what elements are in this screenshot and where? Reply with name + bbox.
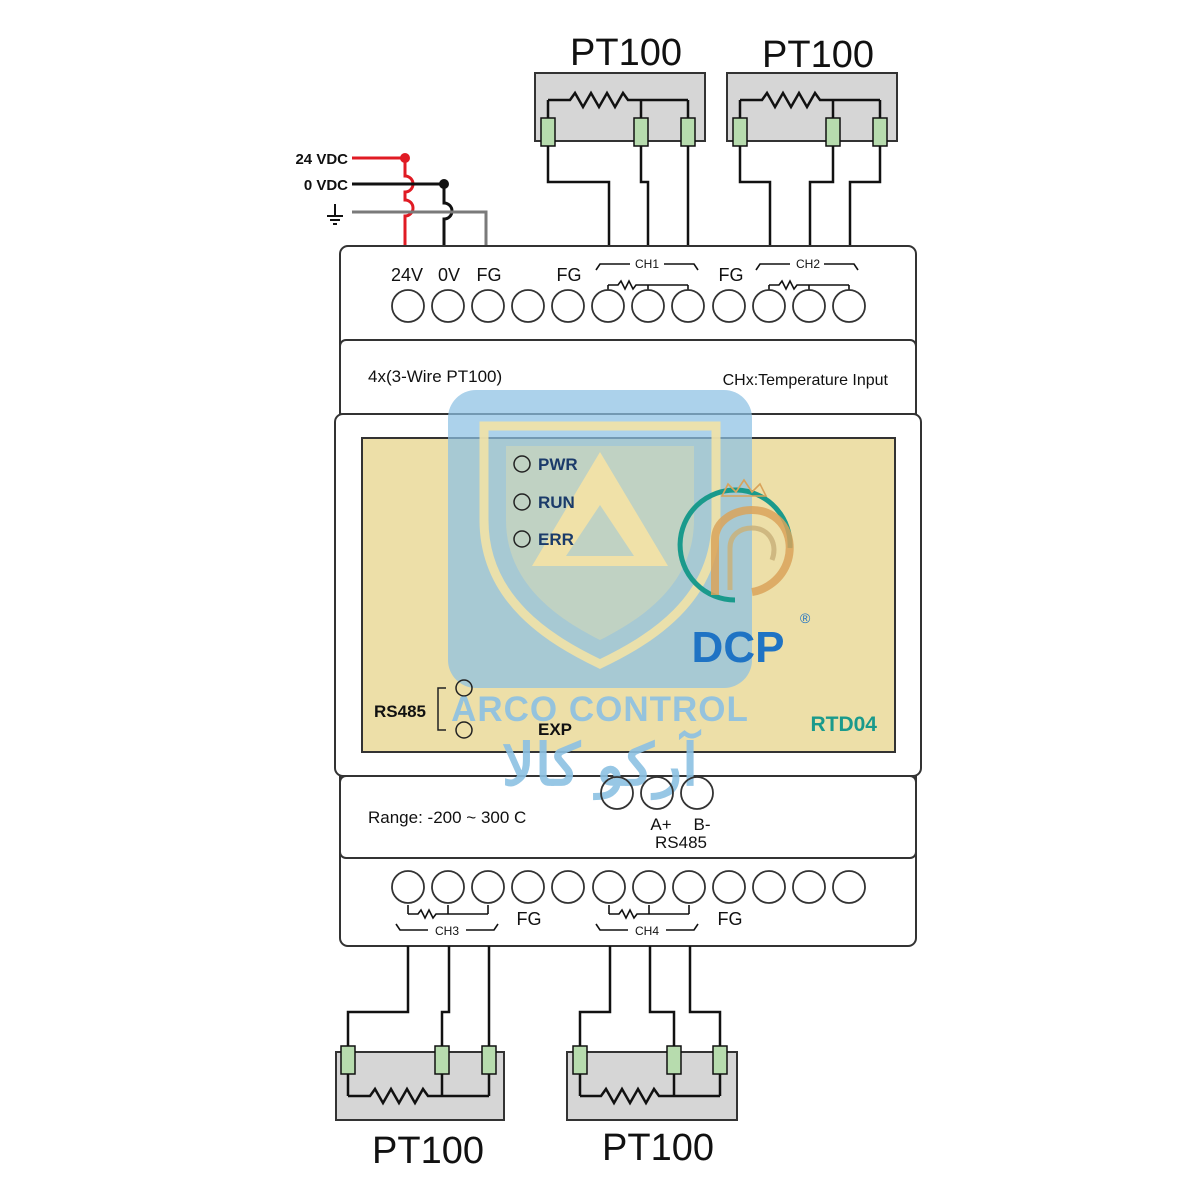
terminal-screw[interactable] <box>752 870 786 904</box>
ch2-label: CH2 <box>796 257 820 271</box>
terminal-label-fg-2: FG <box>557 265 582 285</box>
terminal-screw[interactable] <box>591 289 625 323</box>
sensor-title-bottom-left: PT100 <box>372 1130 484 1172</box>
terminal-screw[interactable] <box>431 870 465 904</box>
earth-ground-icon <box>327 204 343 225</box>
terminal-label-0v: 0V <box>438 265 460 285</box>
terminal-screw[interactable] <box>712 289 746 323</box>
err-led-label: ERR <box>538 530 574 549</box>
terminal-label-fg-bottom-2: FG <box>718 909 743 929</box>
top-terminal-row <box>391 289 866 323</box>
registered-mark: ® <box>800 610 811 626</box>
watermark-logo <box>448 390 752 688</box>
terminal-screw[interactable] <box>671 289 705 323</box>
rs485-screw[interactable] <box>600 776 634 810</box>
terminal-screw[interactable] <box>792 289 826 323</box>
ch1-label: CH1 <box>635 257 659 271</box>
terminal-label-fg-bottom-1: FG <box>517 909 542 929</box>
sensor-title-bottom-right: PT100 <box>602 1127 714 1169</box>
rs485-a-label: A+ <box>650 815 671 834</box>
model-label: RTD04 <box>810 713 877 736</box>
pt100-sensor-ch4 <box>566 946 738 1121</box>
led-indicators <box>513 455 531 548</box>
pt100-sensor-ch3 <box>335 946 505 1121</box>
range-label: Range: -200 ~ 300 C <box>368 808 526 827</box>
chx-label: CHx:Temperature Input <box>723 372 889 389</box>
ch1-bracket <box>595 263 699 292</box>
err-led <box>513 530 531 548</box>
ch3-bracket <box>395 905 499 931</box>
dcp-logo: DCP ® <box>677 478 811 672</box>
rs485-screw-a[interactable] <box>640 776 674 810</box>
terminal-screw[interactable] <box>632 870 666 904</box>
rs485-screw-b[interactable] <box>680 776 714 810</box>
terminal-screw[interactable] <box>471 870 505 904</box>
terminal-screw[interactable] <box>391 870 425 904</box>
terminal-screw[interactable] <box>832 870 866 904</box>
pt100-sensor-ch2 <box>726 72 898 246</box>
terminal-label-24v: 24V <box>391 265 423 285</box>
brand-wordmark: DCP <box>692 623 785 672</box>
ch4-label: CH4 <box>635 924 659 938</box>
terminal-screw[interactable] <box>752 289 786 323</box>
terminal-screw[interactable] <box>511 870 545 904</box>
watermark-latin: ARCO CONTROL <box>451 690 749 729</box>
rs485-terminals <box>600 776 714 810</box>
bottom-terminal-row <box>391 870 866 904</box>
terminal-screw[interactable] <box>792 870 826 904</box>
sensor-title-top-left: PT100 <box>570 32 682 74</box>
terminal-screw[interactable] <box>551 289 585 323</box>
terminal-screw[interactable] <box>832 289 866 323</box>
terminal-screw[interactable] <box>592 870 626 904</box>
power-wiring <box>352 153 488 245</box>
terminal-label-fg-3: FG <box>719 265 744 285</box>
run-led <box>513 493 531 511</box>
rs485-b-label: B- <box>694 815 711 834</box>
channels-label: 4x(3-Wire PT100) <box>368 367 502 386</box>
terminal-screw[interactable] <box>712 870 746 904</box>
rs485-exp-ports <box>437 679 473 739</box>
24vdc-label: 24 VDC <box>295 151 348 168</box>
terminal-screw[interactable] <box>672 870 706 904</box>
terminal-screw[interactable] <box>431 289 465 323</box>
0vdc-label: 0 VDC <box>304 177 348 194</box>
terminal-screw[interactable] <box>631 289 665 323</box>
exp-label: EXP <box>538 720 572 739</box>
pwr-led-label: PWR <box>538 455 578 474</box>
ch4-bracket <box>595 905 699 931</box>
terminal-screw[interactable] <box>551 870 585 904</box>
sensor-title-top-right: PT100 <box>762 34 874 76</box>
ch3-label: CH3 <box>435 924 459 938</box>
terminal-label-fg-1: FG <box>477 265 502 285</box>
terminal-screw[interactable] <box>511 289 545 323</box>
terminal-screw[interactable] <box>471 289 505 323</box>
run-led-label: RUN <box>538 493 575 512</box>
pt100-sensor-ch1 <box>534 72 706 246</box>
pwr-led <box>513 455 531 473</box>
rs485-port-label: RS485 <box>655 833 707 852</box>
rs485-panel-label: RS485 <box>374 702 426 721</box>
terminal-screw[interactable] <box>391 289 425 323</box>
ch2-bracket <box>755 263 859 292</box>
